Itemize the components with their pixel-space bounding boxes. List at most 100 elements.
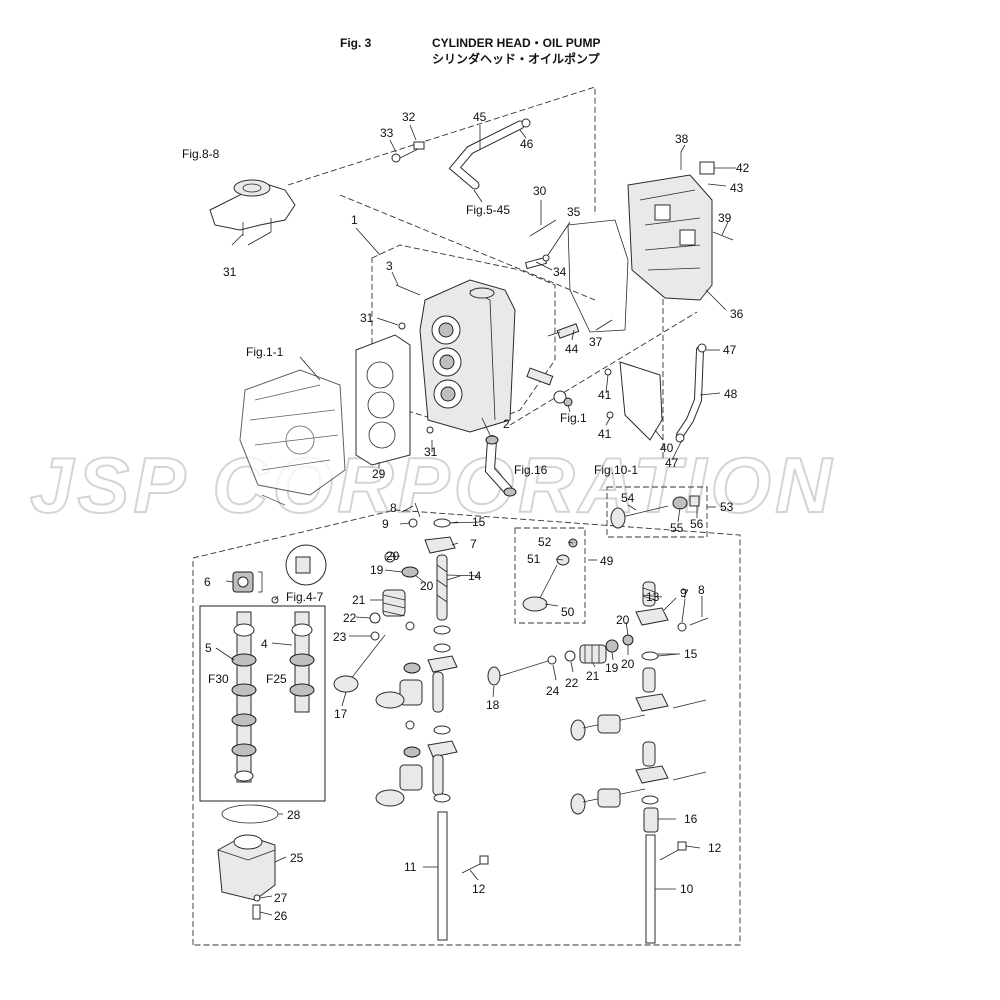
callout-f25[interactable]: F25	[266, 672, 287, 686]
callout-39[interactable]: 39	[718, 211, 732, 225]
callout-54[interactable]: 54	[621, 491, 635, 505]
head-gasket	[355, 334, 411, 466]
callout-47-upper[interactable]: 47	[723, 343, 737, 357]
callout-50[interactable]: 50	[561, 605, 575, 619]
callout-f30[interactable]: F30	[208, 672, 229, 686]
valve-stack-middle	[375, 621, 458, 807]
ref-fig-10-1[interactable]: Fig.10-1	[594, 463, 638, 477]
fig-4-7-inset	[285, 544, 327, 586]
callout-10[interactable]: 10	[680, 882, 694, 896]
seal-bracket	[258, 571, 263, 593]
callout-18[interactable]: 18	[486, 698, 500, 712]
callout-56[interactable]: 56	[690, 517, 704, 531]
callout-17[interactable]: 17	[334, 707, 348, 721]
callout-24[interactable]: 24	[546, 684, 560, 698]
callout-22-right[interactable]: 22	[565, 676, 579, 690]
callout-37[interactable]: 37	[589, 335, 603, 349]
callout-38[interactable]: 38	[675, 132, 689, 146]
callout-7-left[interactable]: 7	[470, 537, 477, 551]
callout-13[interactable]: 13	[646, 590, 660, 604]
callout-30[interactable]: 30	[533, 184, 547, 198]
callout-11[interactable]: 11	[404, 860, 417, 874]
callout-55[interactable]: 55	[670, 521, 684, 535]
callout-47-lower[interactable]: 47	[665, 456, 679, 470]
water-hose-2	[484, 435, 517, 497]
callout-46[interactable]: 46	[520, 137, 534, 151]
callout-21-left[interactable]: 21	[352, 593, 366, 607]
callout-3[interactable]: 3	[386, 259, 393, 273]
callout-26[interactable]: 26	[274, 909, 288, 923]
callout-40[interactable]: 40	[660, 441, 674, 455]
callout-43[interactable]: 43	[730, 181, 744, 195]
callout-31-lower[interactable]: 31	[424, 445, 438, 459]
ref-fig-1-1[interactable]: Fig.1-1	[246, 345, 284, 359]
callout-9-left[interactable]: 9	[382, 517, 389, 531]
callout-48[interactable]: 48	[724, 387, 738, 401]
callout-33[interactable]: 33	[380, 126, 394, 140]
callout-9-right[interactable]: 9	[680, 586, 687, 600]
callout-31-bracket[interactable]: 31	[223, 265, 237, 279]
callout-28[interactable]: 28	[287, 808, 301, 822]
callout-16[interactable]: 16	[684, 812, 698, 826]
intake-valve-left	[333, 634, 386, 693]
callout-15-left[interactable]: 15	[472, 515, 486, 529]
callout-51[interactable]: 51	[527, 552, 541, 566]
callout-23[interactable]: 23	[333, 630, 347, 644]
bolt-30	[529, 219, 557, 237]
callout-29[interactable]: 29	[372, 467, 386, 481]
figure-title-english: CYLINDER HEAD・OIL PUMP	[432, 36, 600, 50]
cover-to-bracket-guide	[509, 311, 698, 426]
callout-44[interactable]: 44	[565, 342, 579, 356]
ref-fig-4-7[interactable]: Fig.4-7	[286, 590, 324, 604]
oil-pump-gasket	[221, 804, 279, 824]
callout-21-right[interactable]: 21	[586, 669, 600, 683]
callout-12-left[interactable]: 12	[472, 882, 486, 896]
callout-8-right[interactable]: 8	[698, 583, 705, 597]
callout-41-upper[interactable]: 41	[598, 388, 612, 402]
thermostat-fitting	[526, 367, 573, 407]
callout-27[interactable]: 27	[274, 891, 288, 905]
callout-8-left[interactable]: 8	[390, 501, 397, 515]
callout-7-right[interactable]: 7	[682, 587, 689, 601]
callout-14[interactable]: 14	[468, 569, 482, 583]
callout-52[interactable]: 52	[538, 535, 552, 549]
callout-4[interactable]: 4	[261, 637, 268, 651]
callout-20-left-b[interactable]: 20	[420, 579, 434, 593]
callout-35[interactable]: 35	[567, 205, 581, 219]
callout-49[interactable]: 49	[600, 554, 614, 568]
callout-32[interactable]: 32	[402, 110, 416, 124]
callout-20-right-b[interactable]: 20	[621, 657, 635, 671]
cylinder-head	[419, 279, 516, 433]
callout-12-right[interactable]: 12	[708, 841, 722, 855]
callout-25[interactable]: 25	[290, 851, 304, 865]
callout-2[interactable]: 2	[503, 417, 510, 431]
callout-20-left-a[interactable]: 20	[386, 549, 400, 563]
ref-fig-8-8[interactable]: Fig.8-8	[182, 147, 220, 161]
ref-fig-5-45[interactable]: Fig.5-45	[466, 203, 510, 217]
ref-fig-1[interactable]: Fig.1	[560, 411, 587, 425]
head-to-cover-guide	[339, 194, 596, 301]
callout-6[interactable]: 6	[204, 575, 211, 589]
callout-41-lower[interactable]: 41	[598, 427, 612, 441]
callout-22-left[interactable]: 22	[343, 611, 357, 625]
callout-31-head[interactable]: 31	[360, 311, 374, 325]
callout-1[interactable]: 1	[351, 213, 358, 227]
figure-number: Fig. 3	[340, 36, 372, 50]
callout-36[interactable]: 36	[730, 307, 744, 321]
callout-42[interactable]: 42	[736, 161, 750, 175]
screw-41-lower	[606, 411, 614, 419]
ref-fig-16[interactable]: Fig.16	[514, 463, 548, 477]
dowel-pin-31-upper	[398, 322, 406, 330]
callout-53[interactable]: 53	[720, 500, 734, 514]
callout-19-right[interactable]: 19	[605, 661, 619, 675]
callout-19-left[interactable]: 19	[370, 563, 384, 577]
spark-plug	[547, 323, 580, 339]
callout-15-right[interactable]: 15	[684, 647, 698, 661]
rocker-assembly-left	[408, 502, 456, 635]
callout-5[interactable]: 5	[205, 641, 212, 655]
callout-20-right-a[interactable]: 20	[616, 613, 630, 627]
callout-45[interactable]: 45	[473, 110, 487, 124]
callout-34[interactable]: 34	[553, 265, 567, 279]
valve-train-group-outline	[192, 509, 741, 946]
